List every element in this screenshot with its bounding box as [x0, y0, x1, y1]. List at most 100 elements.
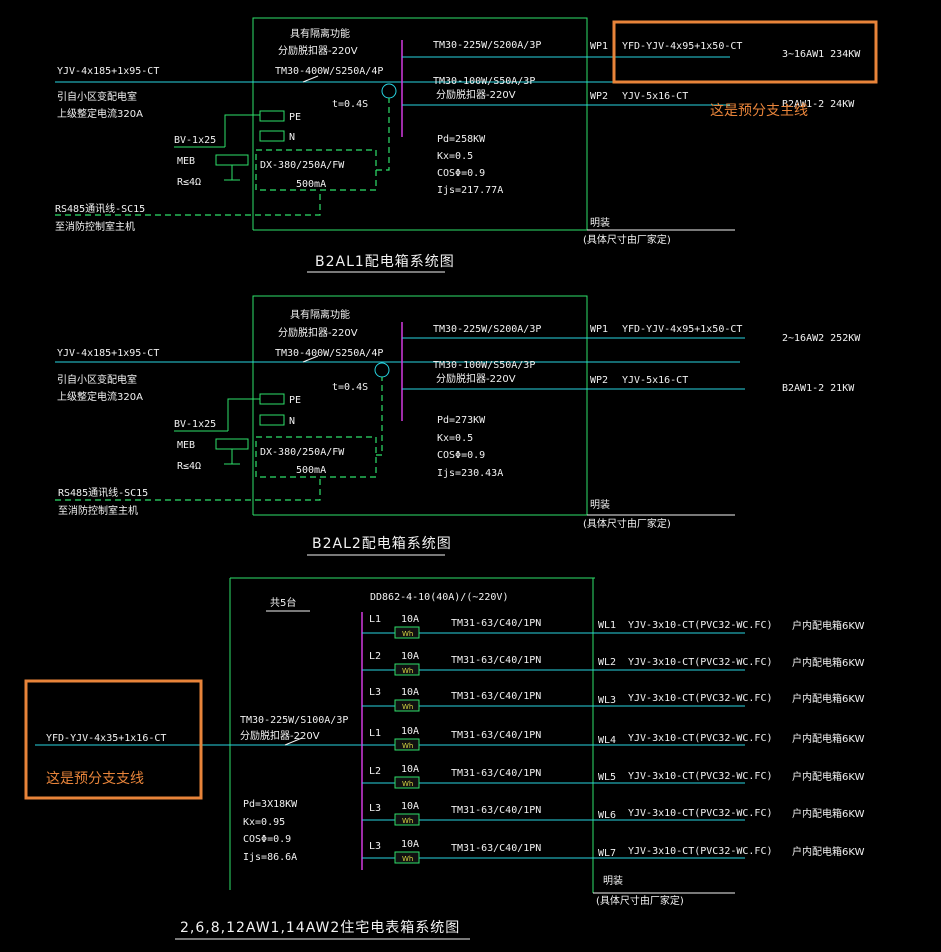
- row-breaker: TM31-63/C40/1PN: [451, 618, 541, 629]
- panel1-rs485-label: RS485通讯线-SC15: [55, 202, 145, 215]
- row-circuit: WL3: [598, 695, 616, 706]
- panel1-wp1-cable: YFD-YJV-4x95+1x50-CT: [622, 41, 742, 52]
- panel2-wp2-load: B2AW1-2 21KW: [782, 383, 855, 394]
- panel1-n-terminal: [259, 130, 285, 142]
- row-meter-label: Wh: [402, 667, 413, 675]
- row-phase: L1: [369, 614, 381, 625]
- panel1-wp1-load: 3~16AW1 234KW: [782, 49, 861, 60]
- panel3-spd-label: 分励脱扣器-220V: [240, 729, 320, 742]
- panel1-mount-note: (具体尺寸由厂家定): [583, 233, 671, 246]
- row-meter-icon: [394, 813, 420, 826]
- row-breaker: TM31-63/C40/1PN: [451, 805, 541, 816]
- row-meter-label: Wh: [402, 780, 413, 788]
- panel3-row: L2 10A Wh TM31-63/C40/1PN WL5 YJV-3x10-C…: [362, 764, 865, 789]
- panel-b2al1: 具有隔离功能 分励脱扣器-220V TM30-400W/S250A/4P t=0…: [55, 17, 861, 273]
- panel1-main-breaker-label: TM30-400W/S250A/4P: [275, 66, 383, 77]
- row-circuit: WL2: [598, 657, 616, 668]
- panel1-wp2-cable: YJV-5x16-CT: [622, 91, 688, 102]
- trunk-highlight-box: [612, 20, 878, 84]
- panel1-cos: COSΦ=0.9: [437, 168, 485, 179]
- row-meter-current: 10A: [401, 764, 419, 775]
- panel2-mount-note: (具体尺寸由厂家定): [583, 517, 671, 530]
- panel1-wp2-load: B2AW1-2 24KW: [782, 99, 855, 110]
- panel1-setting-label: 上级整定电流320A: [57, 107, 143, 120]
- panel2-cos: COSΦ=0.9: [437, 450, 485, 461]
- panel3-row: L3 10A Wh TM31-63/C40/1PN WL3 YJV-3x10-C…: [362, 687, 865, 712]
- panel2-n-terminal: [259, 414, 285, 426]
- row-breaker: TM31-63/C40/1PN: [451, 768, 541, 779]
- panel2-rs485-label: RS485通讯线-SC15: [58, 486, 148, 499]
- panel3-mount-label: 明装: [603, 874, 623, 887]
- panel2-wp1-load: 2~16AW2 252KW: [782, 333, 861, 344]
- panel2-ijs: Ijs=230.43A: [437, 468, 503, 479]
- panel1-mount-label: 明装: [590, 216, 610, 229]
- row-load: 户内配电箱6KW: [792, 656, 865, 669]
- panel2-wp1-cable: YFD-YJV-4x95+1x50-CT: [622, 324, 742, 335]
- row-cable: YJV-3x10-CT(PVC32-WC.FC): [628, 620, 773, 631]
- row-cable: YJV-3x10-CT(PVC32-WC.FC): [628, 771, 773, 782]
- row-cable: YJV-3x10-CT(PVC32-WC.FC): [628, 846, 773, 857]
- panel1-rcd-link: [376, 98, 390, 171]
- panel2-br2-label: TM30-100W/S50A/3P: [433, 360, 535, 371]
- panel2-rcd-label: DX-380/250A/FW: [260, 447, 345, 458]
- panel-b2al2: 具有隔离功能 分励脱扣器-220V TM30-400W/S250A/4P t=0…: [55, 295, 861, 556]
- row-cable: YJV-3x10-CT(PVC32-WC.FC): [628, 693, 773, 704]
- panel2-pe-wire: [227, 398, 260, 431]
- row-meter-current: 10A: [401, 687, 419, 698]
- panel2-time-label: t=0.4S: [332, 382, 368, 393]
- row-meter-label: Wh: [402, 855, 413, 863]
- panel1-time-label: t=0.4S: [332, 99, 368, 110]
- panel1-n-label: N: [289, 132, 295, 143]
- panel2-rcd-box: [255, 436, 377, 478]
- panel1-incoming-cable: YJV-4x185+1x95-CT: [57, 66, 159, 77]
- panel2-pe-terminal: [259, 393, 285, 405]
- panel2-pd: Pd=273KW: [437, 415, 486, 426]
- panel1-wp2-label: WP2: [590, 91, 608, 102]
- row-meter-current: 10A: [401, 801, 419, 812]
- panel1-rcd-ma-label: 500mA: [296, 179, 326, 190]
- panel1-r-label: R≤4Ω: [177, 177, 201, 188]
- panel2-kx: Kx=0.5: [437, 433, 473, 444]
- panel1-bv-label: BV-1x25: [174, 135, 216, 146]
- panel3-row: L3 10A Wh TM31-63/C40/1PN WL6 YJV-3x10-C…: [362, 801, 865, 826]
- panel1-rcd-label: DX-380/250A/FW: [260, 160, 345, 171]
- panel1-fire-label: 至消防控制室主机: [55, 220, 135, 233]
- row-phase: L3: [369, 803, 381, 814]
- panel1-pe-terminal: [259, 110, 285, 122]
- panel1-isolation-label: 具有隔离功能: [290, 27, 350, 40]
- panel1-main-breaker-symbol: [302, 75, 319, 83]
- panel3-title: 2,6,8,12AW1,14AW2住宅电表箱系统图: [180, 920, 460, 936]
- row-meter-icon: [394, 738, 420, 751]
- panel1-ct-symbol: [381, 83, 397, 99]
- row-load: 户内配电箱6KW: [792, 807, 865, 820]
- row-meter-icon: [394, 663, 420, 676]
- row-phase: L1: [369, 728, 381, 739]
- row-meter-icon: [394, 851, 420, 864]
- panel2-wp2-label: WP2: [590, 375, 608, 386]
- panel2-wp2-cable: YJV-5x16-CT: [622, 375, 688, 386]
- row-load: 户内配电箱6KW: [792, 845, 865, 858]
- panel3-row: L2 10A Wh TM31-63/C40/1PN WL2 YJV-3x10-C…: [362, 651, 865, 676]
- panel2-r-label: R≤4Ω: [177, 461, 201, 472]
- panel2-main-breaker-symbol: [302, 355, 319, 363]
- row-cable: YJV-3x10-CT(PVC32-WC.FC): [628, 808, 773, 819]
- panel2-ct-symbol: [374, 362, 390, 378]
- row-meter-current: 10A: [401, 651, 419, 662]
- panel3-mount-note: (具体尺寸由厂家定): [596, 894, 684, 907]
- panel1-br2-spd-label: 分励脱扣器-220V: [436, 88, 516, 101]
- row-circuit: WL4: [598, 735, 616, 746]
- panel2-n-label: N: [289, 416, 295, 427]
- row-load: 户内配电箱6KW: [792, 770, 865, 783]
- panel3-kx: Kx=0.95: [243, 817, 285, 828]
- panel1-frame: [252, 17, 588, 231]
- panel2-meb-bar: [215, 438, 249, 450]
- panel2-incoming-cable: YJV-4x185+1x95-CT: [57, 348, 159, 359]
- panel1-meb-bar: [215, 154, 249, 166]
- panel1-spd-label: 分励脱扣器-220V: [278, 44, 358, 57]
- row-breaker: TM31-63/C40/1PN: [451, 691, 541, 702]
- panel2-meb-label: MEB: [177, 440, 195, 451]
- panel3-row: L1 10A Wh TM31-63/C40/1PN WL1 YJV-3x10-C…: [362, 614, 865, 639]
- panel1-br2-label: TM30-100W/S50A/3P: [433, 76, 535, 87]
- row-meter-label: Wh: [402, 703, 413, 711]
